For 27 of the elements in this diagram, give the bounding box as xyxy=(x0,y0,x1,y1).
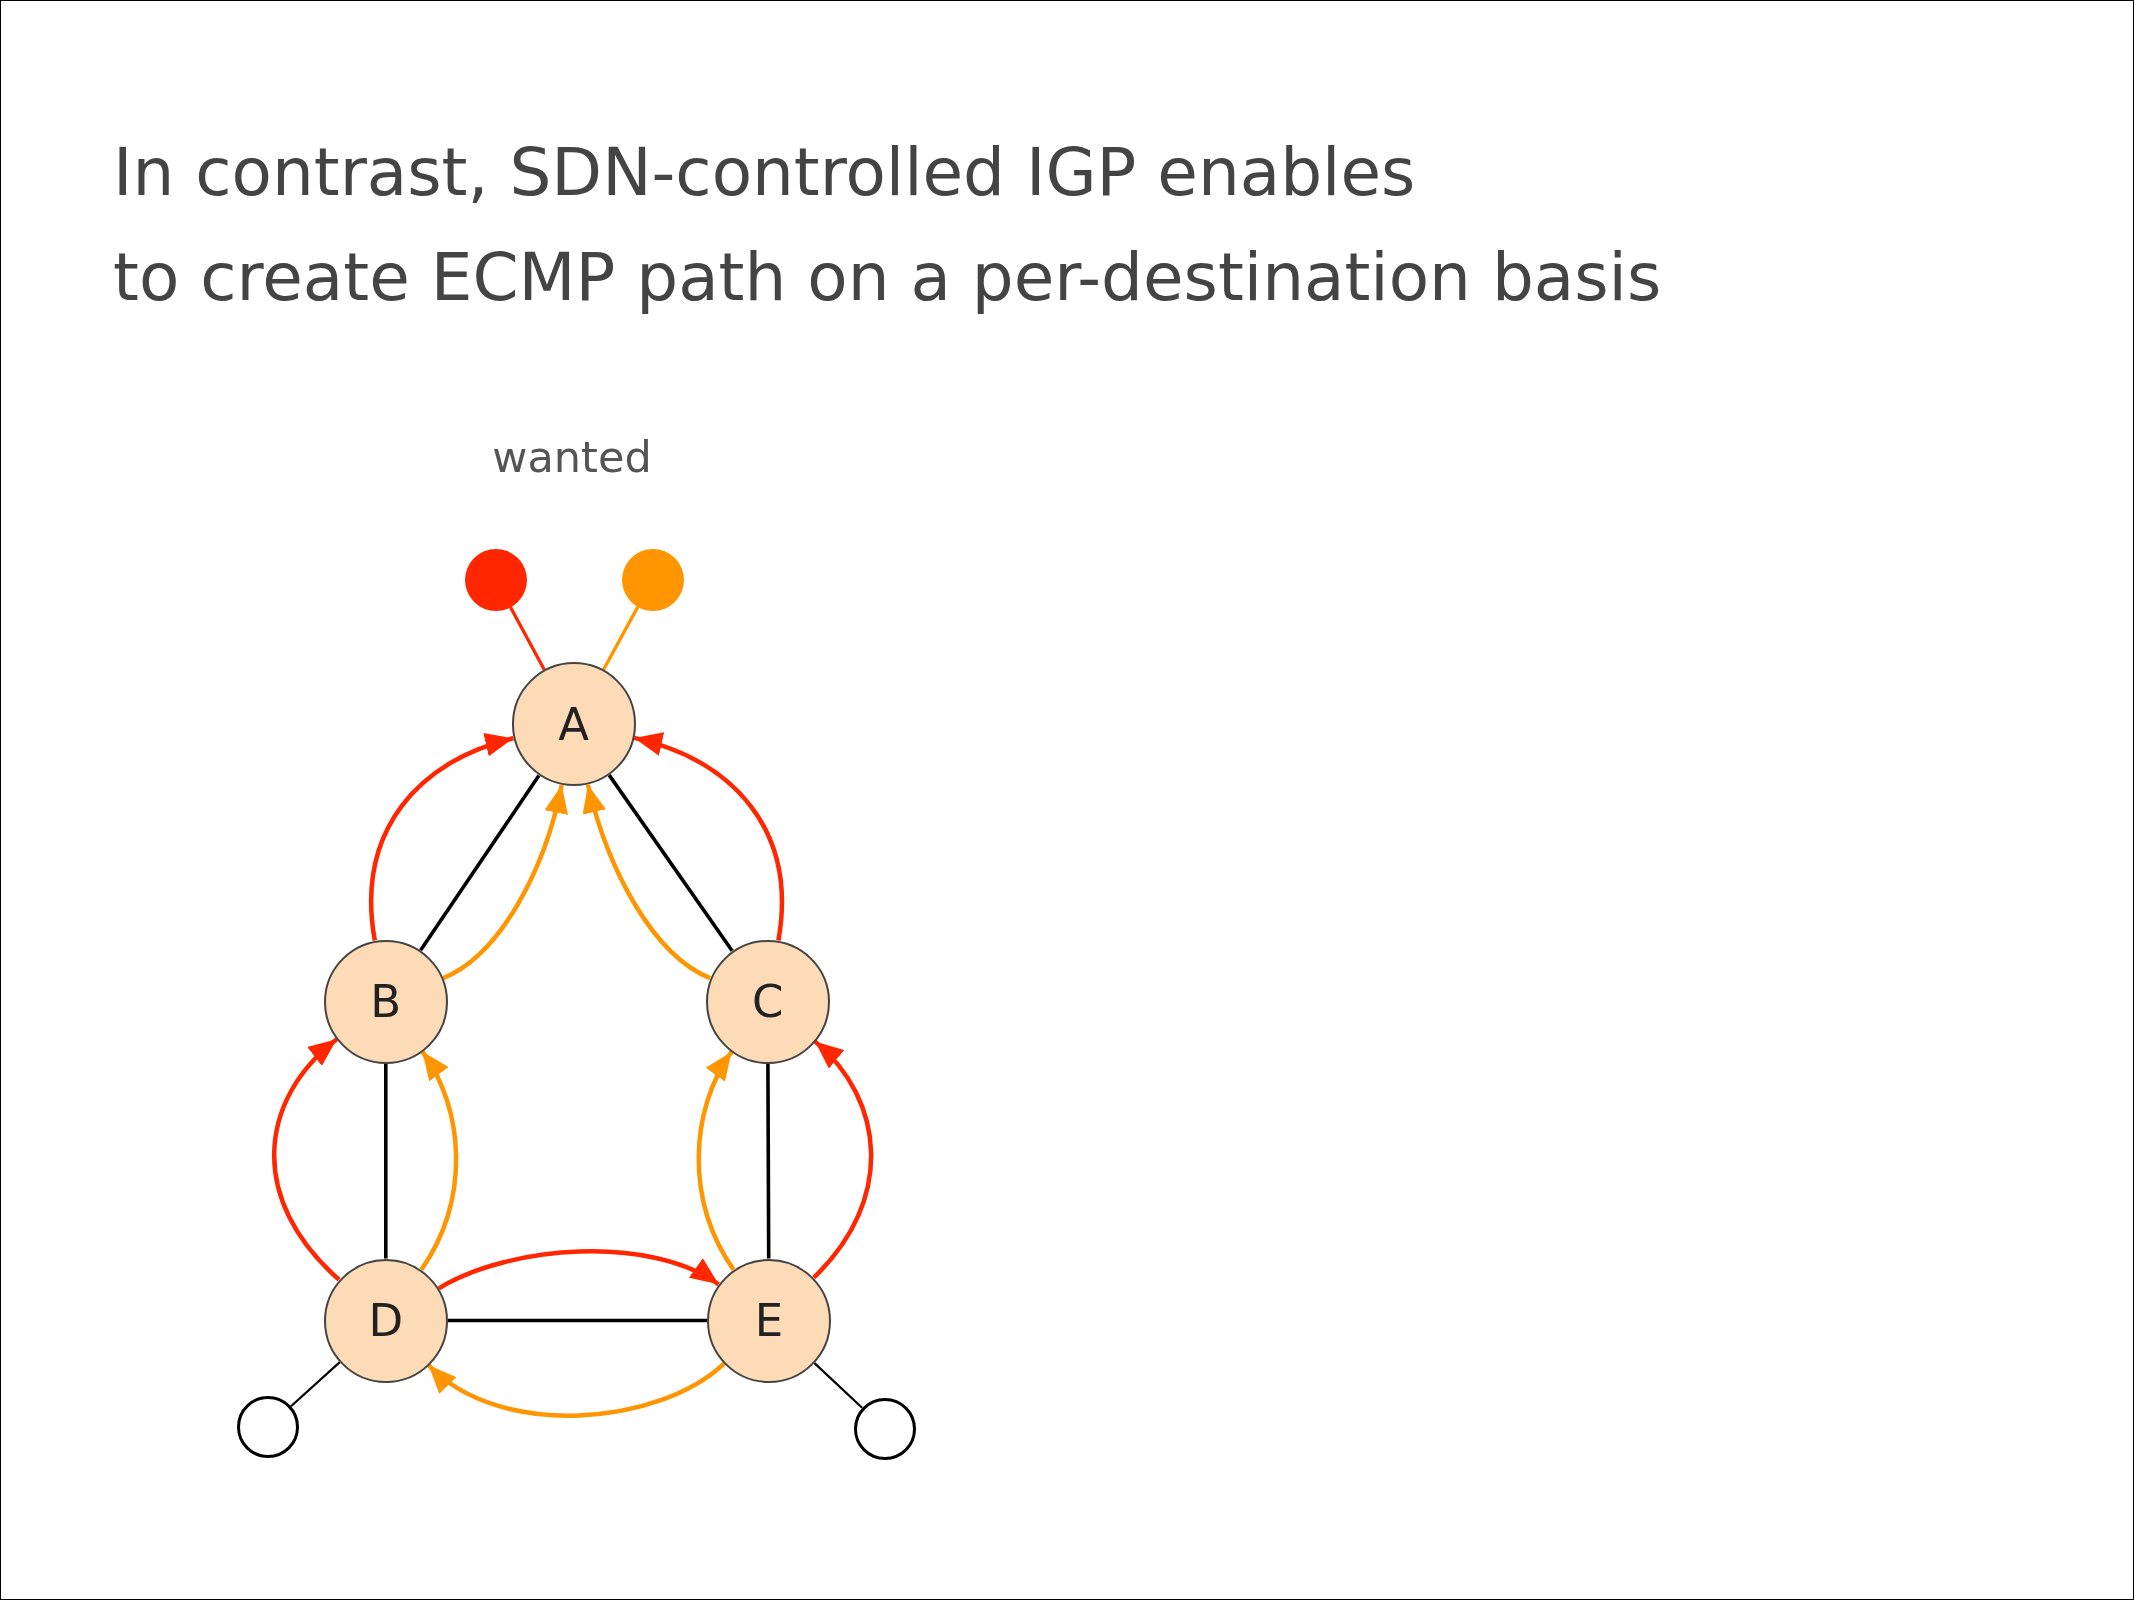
annotation-text: wanted xyxy=(492,436,652,479)
arrow xyxy=(583,784,712,981)
arrow xyxy=(812,1039,874,1280)
arrow xyxy=(369,734,514,941)
link-line xyxy=(290,1361,341,1407)
link-line xyxy=(607,774,734,952)
link-line xyxy=(601,606,640,671)
link-line xyxy=(766,1063,771,1259)
node-label: A xyxy=(558,701,590,747)
link-line xyxy=(419,774,541,952)
node-label: E xyxy=(754,1298,784,1343)
node-label: C xyxy=(751,979,784,1024)
arrow xyxy=(437,1249,720,1291)
arrow xyxy=(696,1050,736,1271)
ring-icon xyxy=(237,1396,299,1458)
slide-title: In contrast, SDN-controlled IGP enables to create ECMP path on a per-destination basis xyxy=(113,133,1662,318)
arrow xyxy=(272,1037,341,1282)
link-line xyxy=(813,1362,863,1409)
node-label: D xyxy=(368,1298,404,1343)
link-line xyxy=(384,1063,388,1259)
node-label: B xyxy=(370,979,402,1024)
arrow xyxy=(427,1361,726,1418)
link-line xyxy=(447,1318,707,1323)
arrow xyxy=(419,1050,459,1271)
link-line xyxy=(508,606,546,671)
arrow xyxy=(633,733,784,941)
arrow xyxy=(442,784,568,981)
